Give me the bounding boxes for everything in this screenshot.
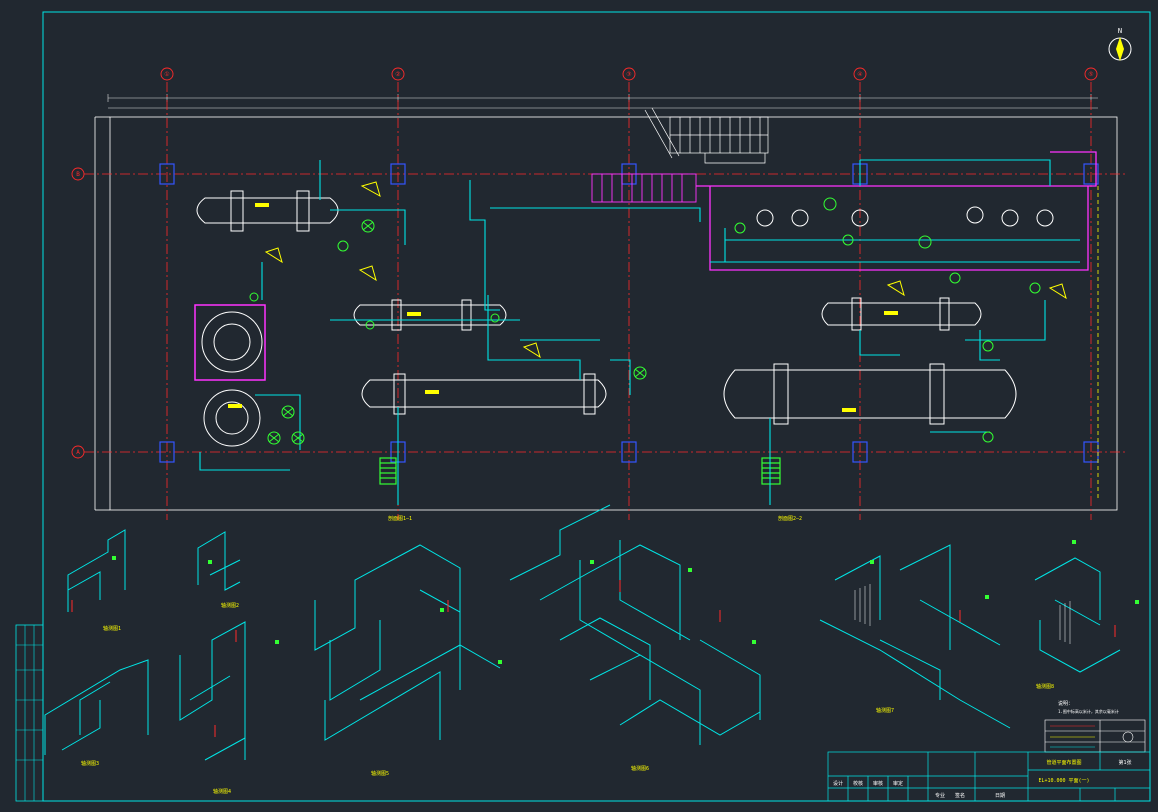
north-arrow-icon: N: [1108, 27, 1132, 61]
building-outline: [94, 116, 1118, 511]
axis-col-4: ④: [857, 71, 862, 78]
equipment-tags: [228, 203, 898, 412]
iso-captions: 轴测图1 轴测图2 轴测图3 轴测图4 轴测图5 轴测图6 轴测图7 轴测图8: [81, 602, 1054, 795]
reactor-highlight: [194, 304, 266, 381]
section-label-1: 剖面图1—1: [388, 515, 412, 522]
north-label: N: [1118, 27, 1122, 35]
flow-arrow-icon: [264, 181, 1067, 359]
plan-pipes: [199, 159, 1080, 505]
notes-body: 1.图中标高以米计，其余以毫米计: [1058, 708, 1119, 714]
stair-upper: [644, 107, 769, 164]
axis-row-a: A: [76, 449, 80, 456]
row-label-design: 设计: [833, 780, 843, 787]
axis-col-2: ②: [395, 71, 400, 78]
notes-title: 说明：: [1058, 700, 1073, 707]
pipe-support-icon: [379, 457, 781, 485]
isometric-pipes: [44, 504, 1121, 761]
iso-caption-4: 轴测图4: [213, 788, 231, 795]
top-dimension-line: [107, 94, 1098, 109]
stair-magenta: [591, 173, 697, 203]
axis-col-1: ①: [164, 71, 169, 78]
row-label-approve: 审定: [893, 780, 903, 787]
axis-col-3: ③: [626, 71, 631, 78]
axis-labels: ① ② ③ ④ ⑤ B A: [76, 71, 1094, 456]
axis-row-b: B: [76, 171, 80, 178]
axis-bubble-icon: [71, 67, 1098, 459]
row-label-review: 审核: [873, 780, 883, 787]
iso-hatching: [854, 584, 1071, 644]
iso-caption-6: 轴测图6: [631, 765, 649, 772]
axis-col-5: ⑤: [1088, 71, 1093, 78]
notes-block: 说明： 1.图中标高以米计，其余以毫米计: [1058, 700, 1119, 714]
iso-caption-3: 轴测图3: [81, 760, 99, 767]
iso-valves: [112, 540, 1139, 664]
valve-icon: [249, 197, 1041, 445]
col-label-signature: 签名: [955, 792, 965, 799]
drawing-frame: [15, 11, 1151, 802]
iso-red-marks: [71, 580, 1116, 737]
axis-grid: [84, 82, 1125, 520]
section-label-2: 剖面图2—2: [778, 515, 802, 522]
legend-box: [1044, 719, 1146, 753]
iso-caption-7: 轴测图7: [876, 707, 894, 714]
iso-caption-8: 轴测图8: [1036, 683, 1054, 690]
drawing-title: 管道平面布置图: [1046, 759, 1081, 766]
scale-note: EL+10.000 平面(一): [1038, 778, 1089, 784]
iso-caption-1: 轴测图1: [103, 625, 121, 632]
title-block-text: 管道平面布置图 EL+10.000 平面(一) 第1张 设计 校核 审核 审定 …: [833, 759, 1132, 799]
equipment: [196, 190, 1054, 447]
col-label-discipline: 专业: [935, 792, 945, 799]
sheet-number: 第1张: [1118, 759, 1131, 766]
iso-caption-2: 轴测图2: [221, 602, 239, 609]
row-label-check: 校核: [853, 780, 863, 787]
iso-caption-5: 轴测图5: [371, 770, 389, 777]
platform-outline: [696, 151, 1097, 271]
title-block: [827, 751, 1151, 802]
col-label-date: 日期: [995, 793, 1005, 799]
